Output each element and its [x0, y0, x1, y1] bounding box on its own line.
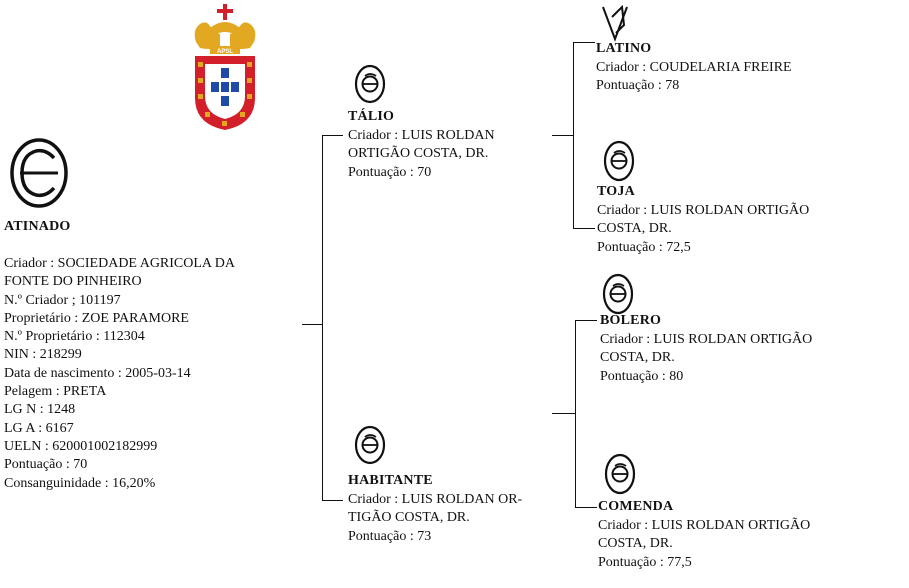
sire-score: Pontuação : 70 — [348, 164, 432, 180]
dam-details: Criador : LUIS ROLDAN OR- TIGÃO COSTA, D… — [348, 491, 522, 546]
dam-sire-breeder-line1: Criador : LUIS ROLDAN ORTIGÃO — [600, 332, 813, 347]
subject-breeder-line2: FONTE DO PINHEIRO — [4, 274, 142, 290]
sire-dam-breeder-line2: COSTA, DR. — [597, 221, 672, 237]
connector-dam-branch — [552, 413, 575, 414]
connector-dam-dam — [575, 507, 597, 508]
dam-dam-brand-icon — [604, 453, 636, 500]
sire-name: TÁLIO — [348, 109, 395, 124]
connector-dam — [322, 500, 343, 501]
connector-gen1-vertical — [322, 135, 323, 500]
connector-subject — [302, 324, 322, 325]
connector-sire-branch — [552, 135, 574, 136]
sire-dam-brand-icon — [603, 140, 635, 187]
connector-sire — [322, 135, 343, 136]
sire-sire-breeder: Criador : COUDELARIA FREIRE — [596, 60, 792, 75]
connector-sire-vertical — [573, 42, 574, 228]
subject-breeder-line1: Criador : SOCIEDADE AGRICOLA DA — [4, 256, 235, 271]
dam-breeder-line2: TIGÃO COSTA, DR. — [348, 510, 470, 526]
sire-dam-score: Pontuação : 72,5 — [597, 239, 691, 255]
subject-birth-date: Data de nascimento : 2005-03-14 — [4, 365, 191, 381]
sire-dam-name: TOJA — [597, 184, 635, 199]
dam-sire-details: Criador : LUIS ROLDAN ORTIGÃO COSTA, DR.… — [600, 331, 812, 386]
subject-breeder-number: N.º Criador ; 101197 — [4, 292, 121, 308]
connector-sire-sire — [573, 42, 595, 43]
subject-ueln: UELN : 620001002182999 — [4, 438, 158, 454]
dam-score: Pontuação : 73 — [348, 528, 432, 544]
connector-dam-vertical — [575, 320, 576, 507]
connector-dam-sire — [575, 320, 597, 321]
subject-inbreeding: Consanguinidade : 16,20% — [4, 475, 156, 491]
subject-owner-number: N.º Proprietário : 112304 — [4, 329, 145, 345]
subject-nin: NIN : 218299 — [4, 347, 82, 363]
sire-sire-score: Pontuação : 78 — [596, 78, 680, 94]
dam-dam-breeder-line1: Criador : LUIS ROLDAN ORTIGÃO — [598, 518, 811, 533]
svg-text:APSL: APSL — [217, 49, 233, 55]
sire-sire-brand-icon — [600, 3, 632, 48]
association-logo: APSL — [190, 2, 260, 132]
dam-sire-brand-icon — [602, 273, 634, 320]
sire-details: Criador : LUIS ROLDAN ORTIGÃO COSTA, DR.… — [348, 127, 495, 182]
sire-sire-name: LATINO — [596, 41, 652, 56]
subject-details: Criador : SOCIEDADE AGRICOLA DA FONTE DO… — [4, 255, 235, 493]
subject-score: Pontuação : 70 — [4, 457, 88, 473]
dam-name: HABITANTE — [348, 473, 433, 488]
dam-brand-icon — [354, 425, 386, 470]
crest-icon: APSL — [194, 4, 256, 130]
dam-breeder-line1: Criador : LUIS ROLDAN OR- — [348, 492, 523, 507]
subject-coat: Pelagem : PRETA — [4, 384, 107, 400]
dam-sire-name: BOLERO — [600, 313, 662, 328]
subject-lg-a: LG A : 6167 — [4, 420, 74, 436]
dam-dam-score: Pontuação : 77,5 — [598, 554, 692, 570]
dam-sire-score: Pontuação : 80 — [600, 368, 684, 384]
sire-dam-breeder-line1: Criador : LUIS ROLDAN ORTIGÃO — [597, 203, 810, 218]
dam-dam-breeder-line2: COSTA, DR. — [598, 536, 673, 552]
subject-lg-n: LG N : 1248 — [4, 402, 76, 418]
sire-brand-icon — [354, 64, 386, 109]
dam-sire-breeder-line2: COSTA, DR. — [600, 350, 675, 366]
subject-name: ATINADO — [4, 219, 71, 234]
sire-dam-details: Criador : LUIS ROLDAN ORTIGÃO COSTA, DR.… — [597, 202, 809, 257]
dam-dam-name: COMENDA — [598, 499, 674, 514]
dam-dam-details: Criador : LUIS ROLDAN ORTIGÃO COSTA, DR.… — [598, 517, 810, 572]
sire-sire-details: Criador : COUDELARIA FREIRE Pontuação : … — [596, 59, 792, 96]
connector-sire-dam — [573, 228, 595, 229]
subject-brand-icon — [10, 138, 68, 213]
subject-owner: Proprietário : ZOE PARAMORE — [4, 310, 189, 326]
sire-breeder-line1: Criador : LUIS ROLDAN — [348, 128, 495, 143]
sire-breeder-line2: ORTIGÃO COSTA, DR. — [348, 146, 489, 162]
